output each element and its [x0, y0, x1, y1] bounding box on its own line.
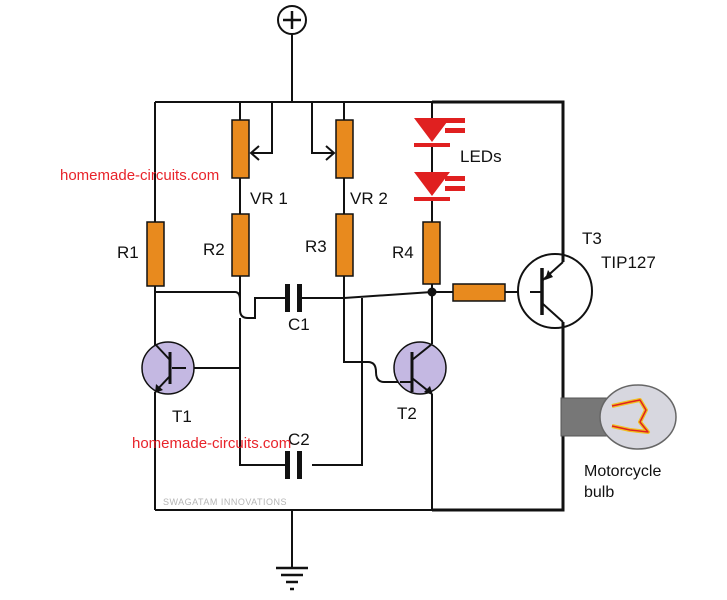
- r1-label: R1: [117, 243, 139, 262]
- bulb-label-line1: Motorcycle: [584, 463, 661, 480]
- bulb-label-line2: bulb: [584, 484, 614, 501]
- positive-supply-terminal: [277, 5, 307, 102]
- t3-part-label: TIP127: [601, 253, 656, 272]
- watermark-site-top: homemade-circuits.com: [60, 167, 219, 184]
- capacitor-c1: [255, 284, 344, 312]
- base-resistor-t3: [432, 283, 530, 302]
- cross-coupling-wires: [155, 291, 433, 466]
- motorcycle-bulb: [560, 384, 677, 450]
- led-string: [414, 102, 465, 222]
- capacitor-c2: [285, 451, 302, 479]
- vr1-label: VR 1: [250, 189, 288, 208]
- r2-label: R2: [203, 240, 225, 259]
- r3-label: R3: [305, 237, 327, 256]
- ground-rail: [155, 509, 432, 568]
- transistor-t2: [393, 292, 447, 510]
- ground-symbol: [276, 566, 308, 591]
- transistor-t3: [517, 102, 593, 402]
- resistor-r3: [335, 213, 400, 383]
- t1-label: T1: [172, 407, 192, 426]
- potentiometer-vr1: [231, 101, 292, 214]
- resistor-r1: [146, 102, 165, 335]
- transistor-t1: [141, 335, 195, 510]
- r4-label: R4: [392, 243, 414, 262]
- watermark-site-bottom: homemade-circuits.com: [132, 435, 291, 452]
- resistor-r2: [231, 213, 285, 319]
- leds-label: LEDs: [460, 147, 502, 166]
- t2-label: T2: [397, 404, 417, 423]
- vr2-label: VR 2: [350, 189, 388, 208]
- resistor-r4: [422, 221, 441, 297]
- c1-label: C1: [288, 315, 310, 334]
- watermark-credit: SWAGATAM INNOVATIONS: [163, 497, 287, 507]
- potentiometer-vr2: [292, 101, 354, 214]
- t3-label: T3: [582, 229, 602, 248]
- c2-label: C2: [288, 430, 310, 449]
